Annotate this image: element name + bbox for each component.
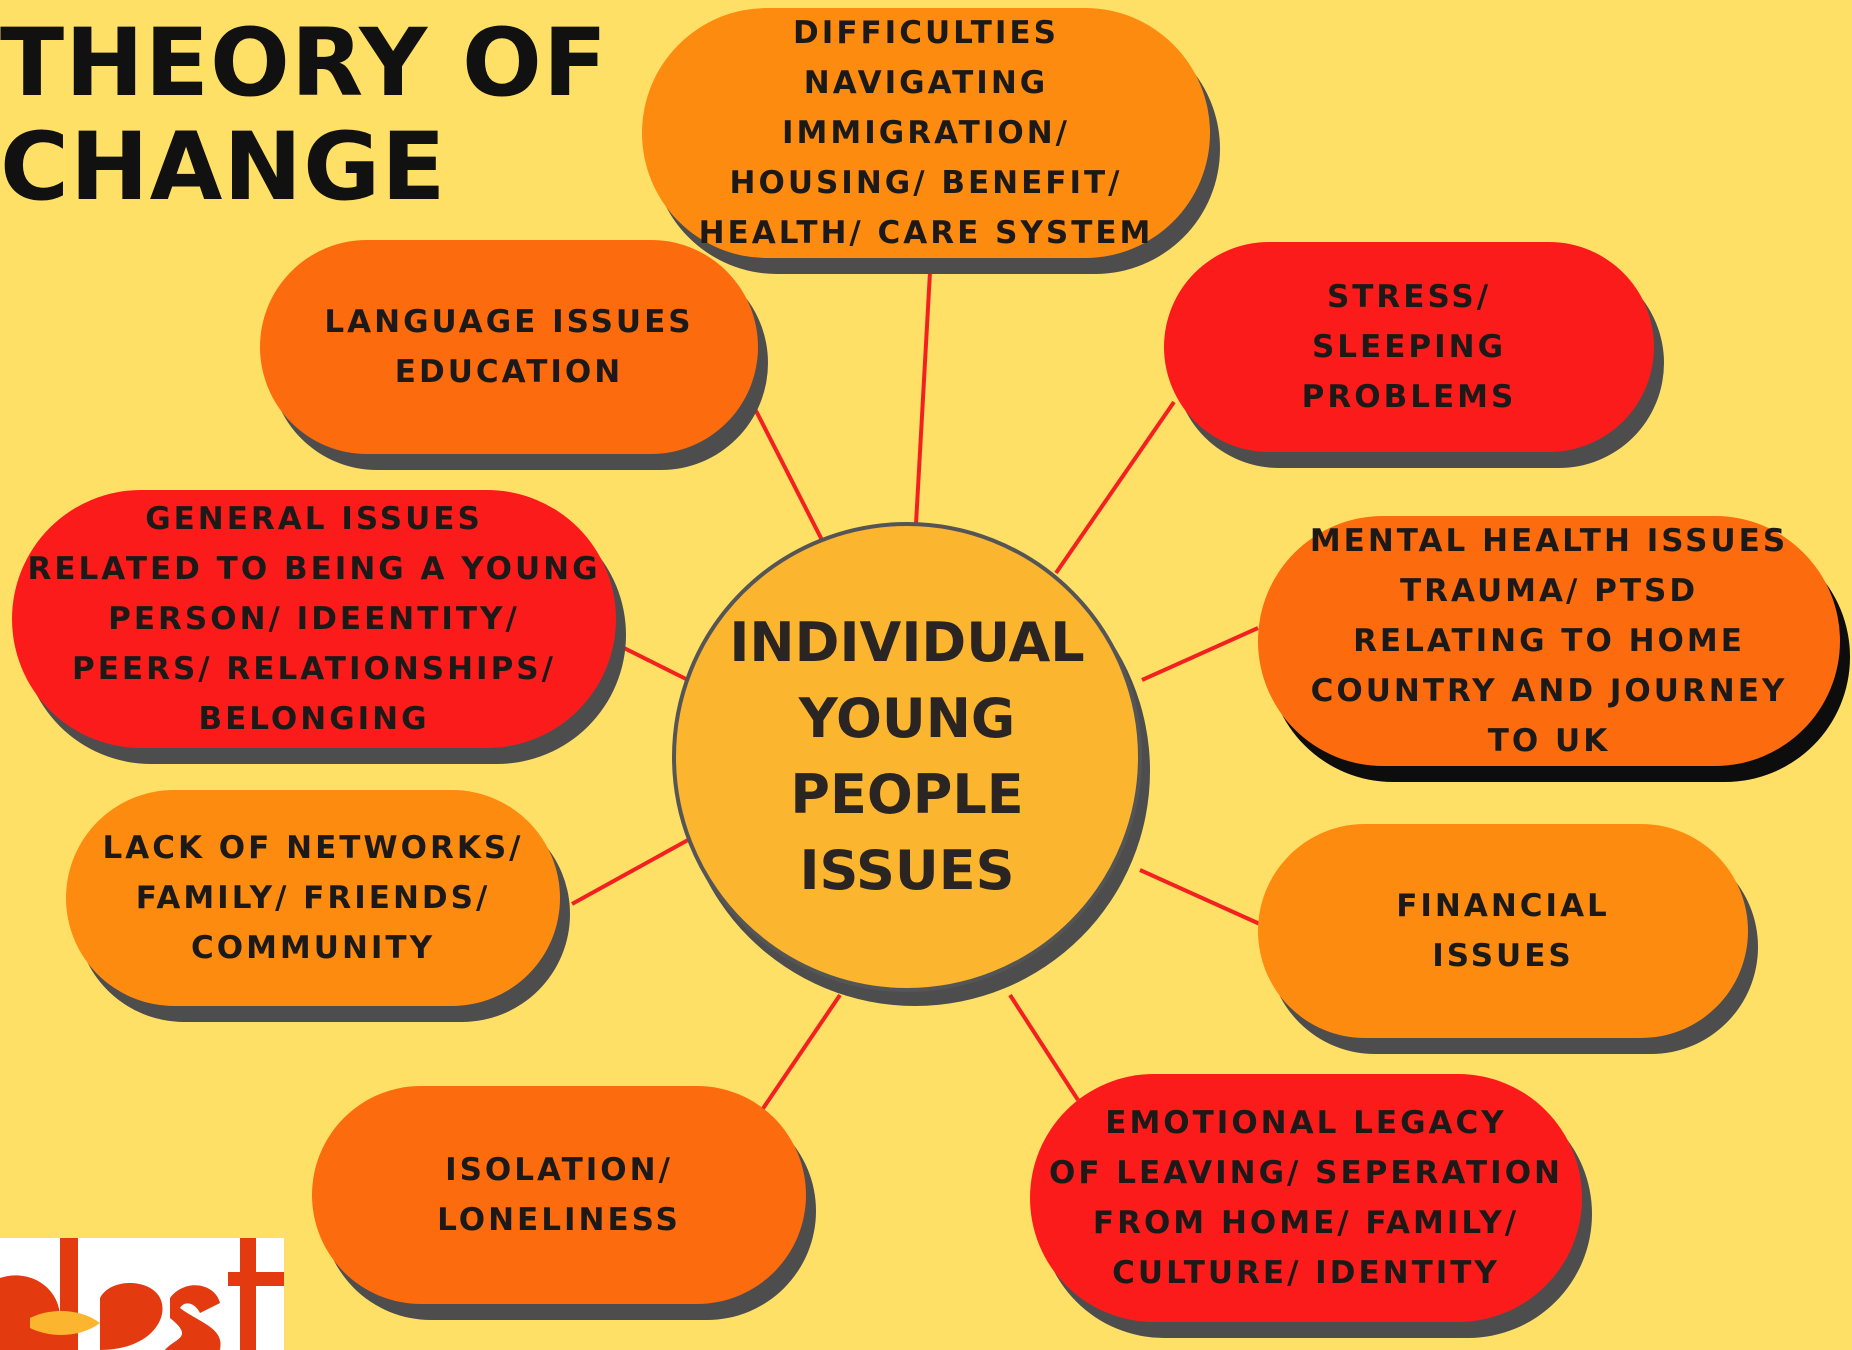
center-node: INDIVIDUAL YOUNG PEOPLE ISSUES xyxy=(672,522,1142,992)
connector-difficulties xyxy=(914,271,932,525)
center-line: PEOPLE xyxy=(790,763,1024,826)
node-difficulties-line: NAVIGATING xyxy=(803,65,1049,101)
node-mental-line: TO UK xyxy=(1487,723,1611,759)
node-networks-line: FAMILY/ FRIENDS/ xyxy=(135,880,491,916)
connector-stress xyxy=(1054,400,1176,575)
node-mental-line: TRAUMA/ PTSD xyxy=(1399,573,1699,609)
node-difficulties-line: HOUSING/ BENEFIT/ xyxy=(729,165,1123,201)
node-financial-line: FINANCIAL xyxy=(1396,888,1610,924)
node-language: LANGUAGE ISSUES EDUCATION xyxy=(260,240,758,454)
node-language-line: LANGUAGE ISSUES xyxy=(324,304,694,340)
node-emotional: EMOTIONAL LEGACY OF LEAVING/ SEPERATION … xyxy=(1030,1074,1582,1322)
connector-networks xyxy=(571,838,689,906)
connector-mental xyxy=(1141,626,1259,682)
center-line: YOUNG xyxy=(798,687,1016,750)
node-general-line: PERSON/ IDEENTITY/ xyxy=(108,601,520,637)
connector-language xyxy=(750,402,825,543)
node-mental-line: MENTAL HEALTH ISSUES xyxy=(1309,523,1789,559)
node-language-line: EDUCATION xyxy=(394,354,624,390)
node-emotional-line: OF LEAVING/ SEPERATION xyxy=(1048,1155,1563,1191)
node-networks-line: COMMUNITY xyxy=(190,930,436,966)
title-line-2: CHANGE xyxy=(0,113,447,222)
dost-logo: dost xyxy=(0,1238,284,1350)
node-stress: STRESS/ SLEEPING PROBLEMS xyxy=(1164,242,1654,452)
dost-logo-mark: dost xyxy=(0,1238,284,1350)
node-general-line: BELONGING xyxy=(198,701,430,737)
connector-isolation xyxy=(760,993,842,1112)
node-isolation-line: ISOLATION/ xyxy=(445,1152,673,1188)
node-difficulties-line: HEALTH/ CARE SYSTEM xyxy=(698,215,1154,251)
node-networks-line: LACK OF NETWORKS/ xyxy=(102,830,524,866)
node-stress-line: STRESS/ xyxy=(1326,279,1492,315)
center-line: INDIVIDUAL xyxy=(729,611,1085,674)
node-emotional-line: EMOTIONAL LEGACY xyxy=(1105,1105,1507,1141)
diagram-title: THEORY OF CHANGE xyxy=(0,12,608,220)
node-networks: LACK OF NETWORKS/ FAMILY/ FRIENDS/ COMMU… xyxy=(66,790,560,1006)
node-emotional-line: FROM HOME/ FAMILY/ xyxy=(1092,1205,1520,1241)
node-general-line: RELATED TO BEING A YOUNG xyxy=(27,551,601,587)
center-line: ISSUES xyxy=(799,839,1015,902)
node-isolation: ISOLATION/ LONELINESS xyxy=(312,1086,806,1304)
node-general: GENERAL ISSUES RELATED TO BEING A YOUNG … xyxy=(12,490,616,748)
node-mental-line: RELATING TO HOME xyxy=(1353,623,1745,659)
node-mental: MENTAL HEALTH ISSUES TRAUMA/ PTSD RELATI… xyxy=(1258,516,1840,766)
node-emotional-line: CULTURE/ IDENTITY xyxy=(1112,1255,1500,1291)
node-difficulties: DIFFICULTIES NAVIGATING IMMIGRATION/ HOU… xyxy=(642,8,1210,258)
node-isolation-line: LONELINESS xyxy=(437,1202,681,1238)
connector-financial xyxy=(1139,868,1263,927)
node-financial-line: ISSUES xyxy=(1432,938,1574,974)
node-stress-line: SLEEPING xyxy=(1311,329,1507,365)
title-line-1: THEORY OF xyxy=(0,9,609,118)
node-stress-line: PROBLEMS xyxy=(1301,379,1517,415)
connector-general xyxy=(619,644,689,682)
node-mental-line: COUNTRY AND JOURNEY xyxy=(1310,673,1788,709)
node-general-line: PEERS/ RELATIONSHIPS/ xyxy=(72,651,556,687)
node-difficulties-line: DIFFICULTIES xyxy=(793,15,1059,51)
node-difficulties-line: IMMIGRATION/ xyxy=(782,115,1070,151)
node-financial: FINANCIAL ISSUES xyxy=(1258,824,1748,1038)
connector-emotional xyxy=(1008,993,1080,1102)
node-general-line: GENERAL ISSUES xyxy=(145,501,483,537)
